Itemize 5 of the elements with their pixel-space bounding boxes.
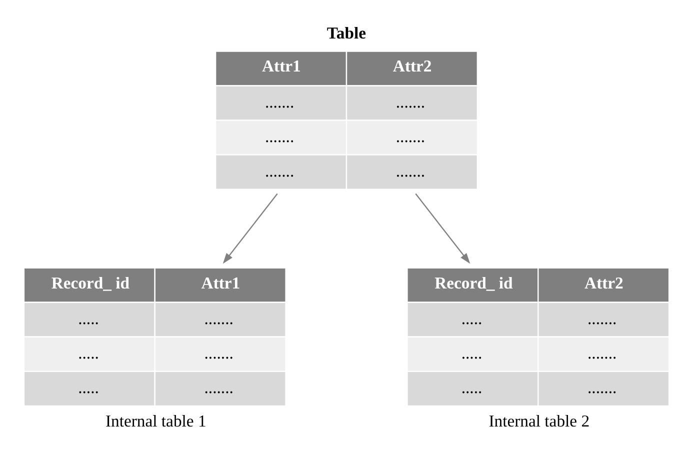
node-label: Internal table 1 <box>104 410 206 430</box>
arrow <box>222 192 278 264</box>
node-label: Internal table 2 <box>488 410 590 430</box>
arrow <box>414 192 470 264</box>
node-label: Table <box>326 22 366 42</box>
